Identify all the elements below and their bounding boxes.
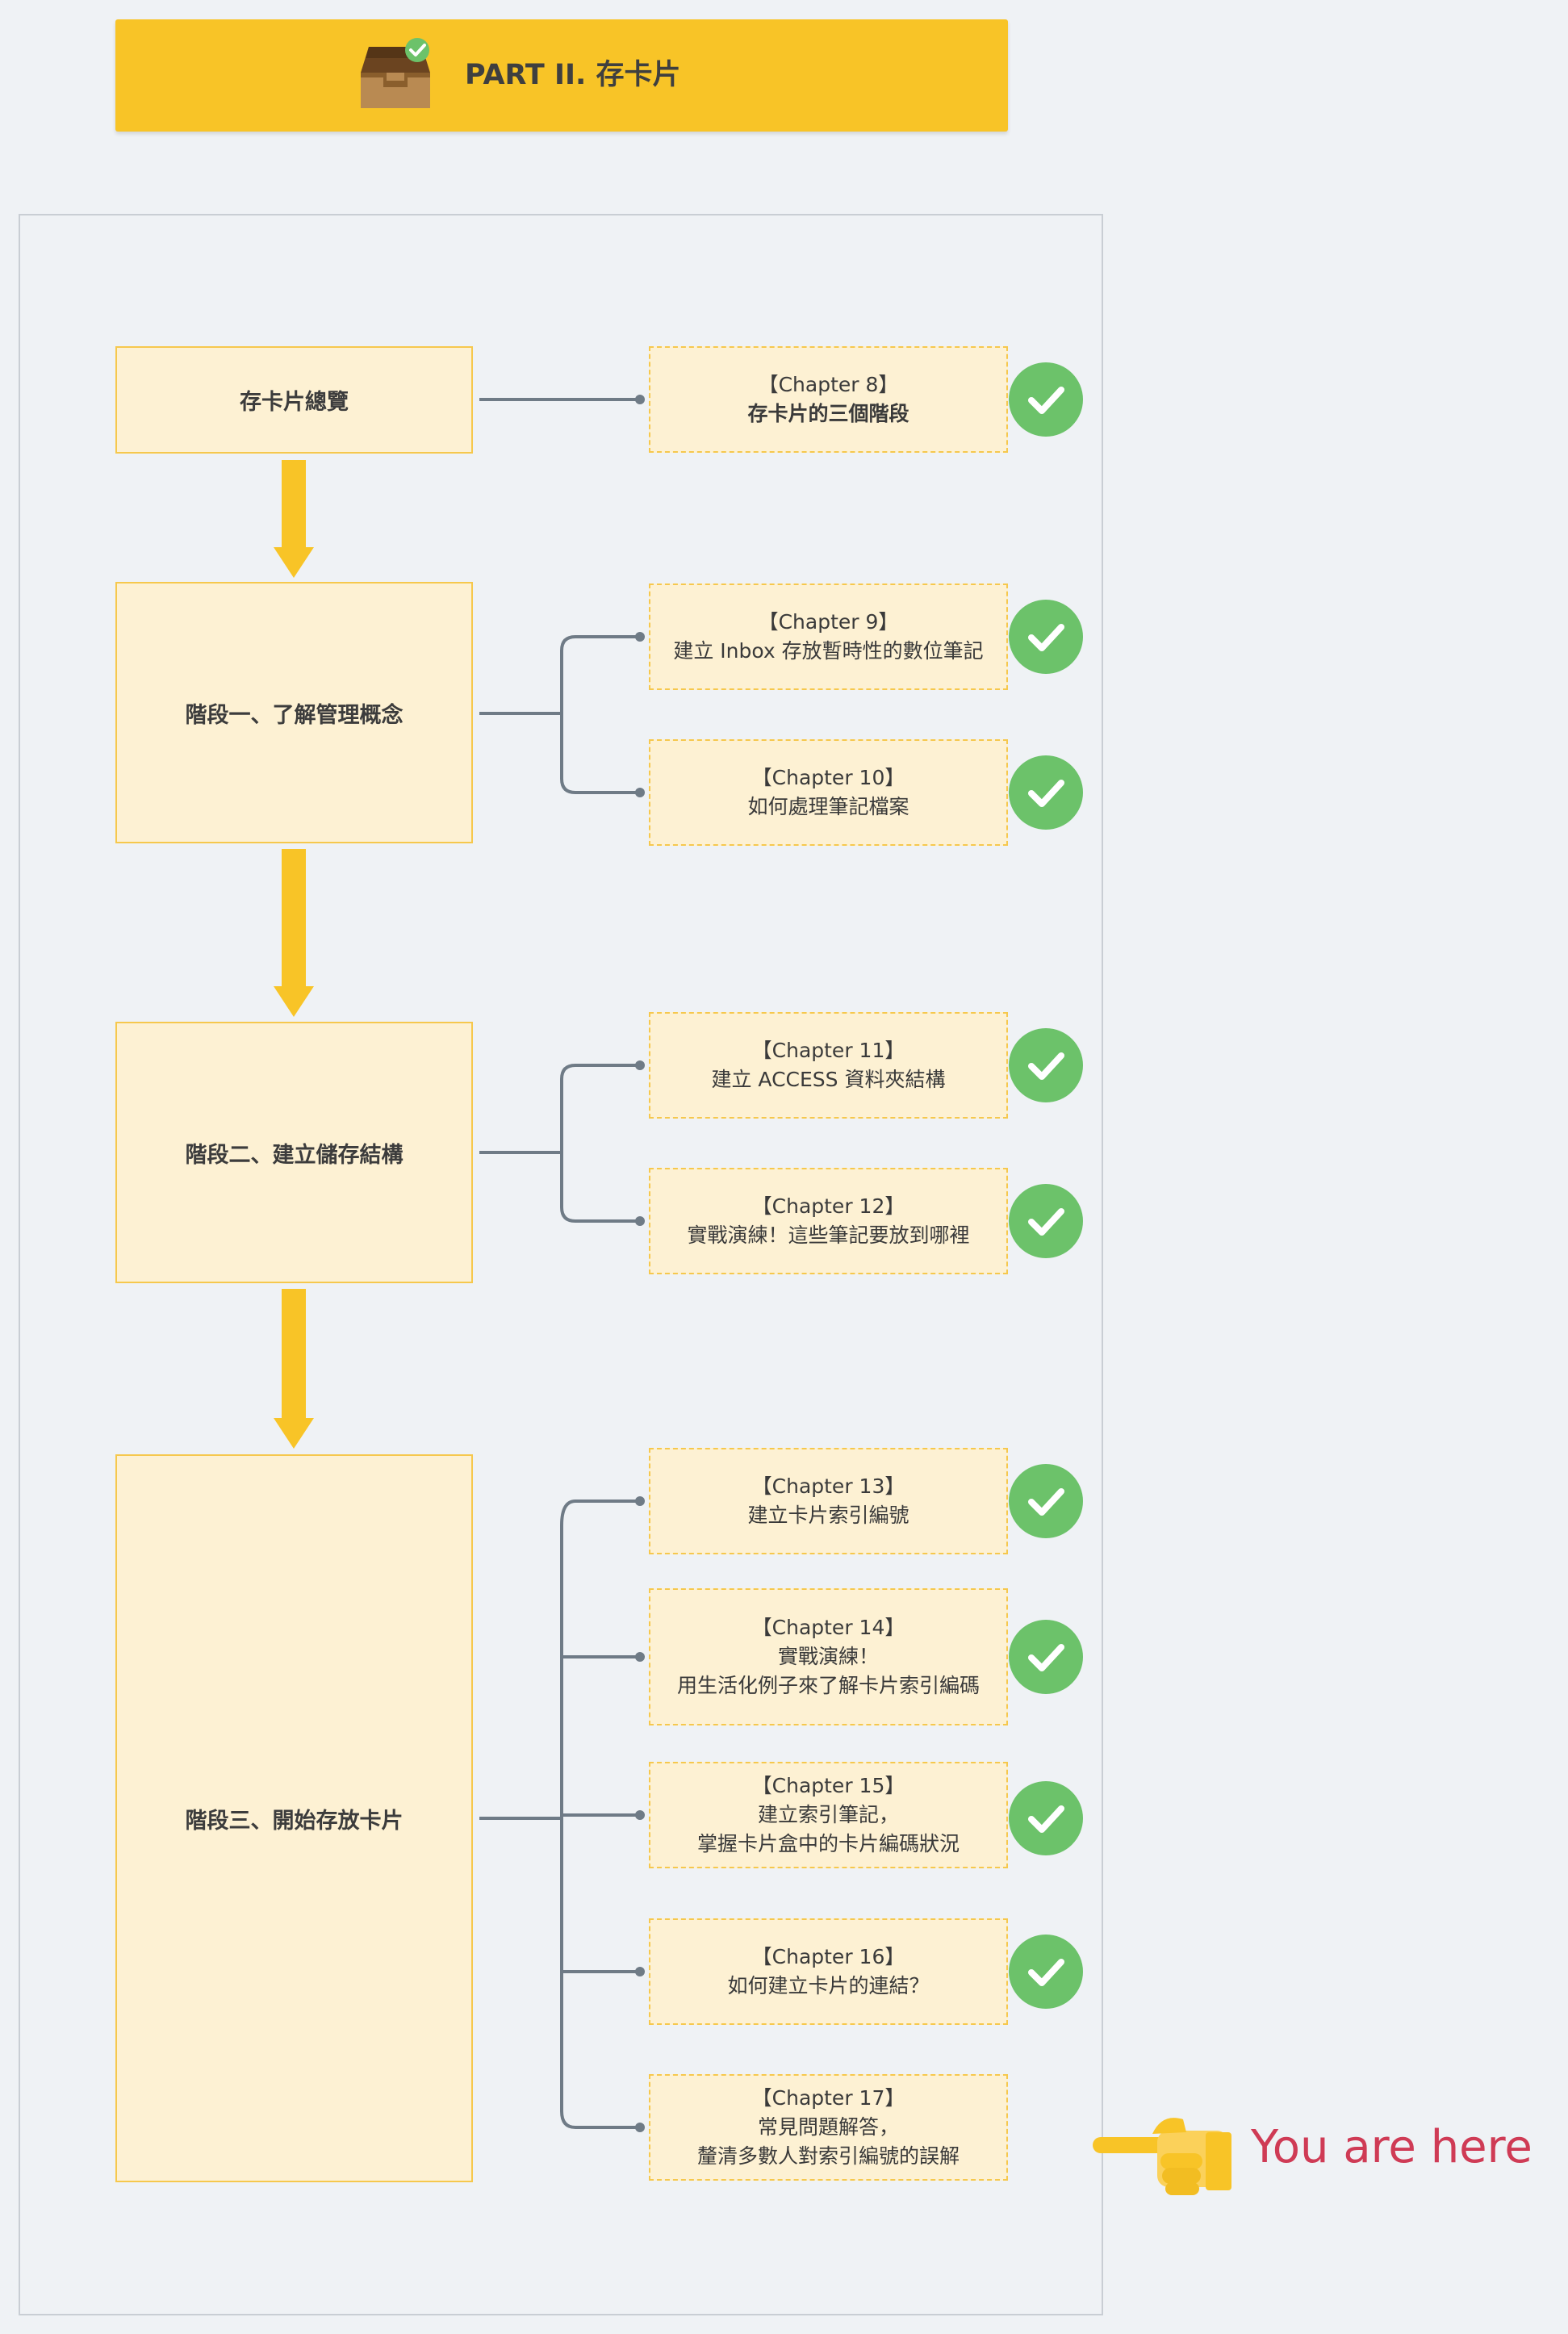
- chapter-title: 實戰演練！這些筆記要放到哪裡: [687, 1223, 970, 1247]
- chapter-15-box: 【Chapter 15】 建立索引筆記， 掌握卡片盒中的卡片編碼狀況: [649, 1762, 1008, 1868]
- chapter-title: 如何處理筆記檔案: [747, 795, 909, 818]
- stage-1: 階段一、了解管理概念: [115, 582, 473, 843]
- chapter-title: 建立 ACCESS 資料夾結構: [711, 1068, 946, 1091]
- chapter-13-box: 【Chapter 13】 建立卡片索引編號: [649, 1448, 1008, 1554]
- chapter-title-line-2: 用生活化例子來了解卡片索引編碼: [676, 1674, 980, 1697]
- chapter-title-line-1: 建立索引筆記，: [757, 1803, 899, 1826]
- chapter-8-box: 【Chapter 8】 存卡片的三個階段: [649, 346, 1008, 453]
- chapter-10-box: 【Chapter 10】 如何處理筆記檔案: [649, 739, 1008, 846]
- stage-3: 階段三、開始存放卡片: [115, 1454, 473, 2182]
- stage-label: 存卡片總覽: [240, 390, 349, 415]
- chapter-16-box: 【Chapter 16】 如何建立卡片的連結？: [649, 1918, 1008, 2025]
- pointing-hand-icon: [1088, 2106, 1238, 2200]
- chapter-title: 存卡片的三個階段: [747, 402, 909, 425]
- chapter-title-line-1: 實戰演練！: [777, 1645, 879, 1668]
- chapter-number: 【Chapter 10】: [751, 766, 905, 789]
- flow-arrow-down-icon: [274, 1289, 314, 1449]
- you-are-here-label: You are here: [1251, 2121, 1532, 2173]
- inbox-tray-check-icon: [358, 37, 438, 121]
- check-circle-icon: [1009, 362, 1083, 437]
- part-header: PART II. 存卡片: [115, 19, 1008, 132]
- stage-label: 階段三、開始存放卡片: [185, 1808, 403, 1834]
- chapter-number: 【Chapter 11】: [751, 1039, 905, 1062]
- stage-label: 階段一、了解管理概念: [185, 702, 403, 728]
- chapter-9-box: 【Chapter 9】 建立 Inbox 存放暫時性的數位筆記: [649, 584, 1008, 690]
- chapter-number: 【Chapter 9】: [758, 610, 899, 634]
- chapter-17-box: 【Chapter 17】 常見問題解答， 釐清多數人對索引編號的誤解: [649, 2074, 1008, 2181]
- part-title: PART II. 存卡片: [465, 59, 681, 91]
- chapter-title: 如何建立卡片的連結？: [727, 1974, 930, 1997]
- chapter-number: 【Chapter 17】: [751, 2086, 905, 2110]
- chapter-number: 【Chapter 8】: [758, 373, 899, 396]
- check-circle-icon: [1009, 1620, 1083, 1694]
- stage-2: 階段二、建立儲存結構: [115, 1022, 473, 1283]
- chapter-12-box: 【Chapter 12】 實戰演練！這些筆記要放到哪裡: [649, 1168, 1008, 1274]
- chapter-number: 【Chapter 14】: [751, 1616, 905, 1639]
- check-circle-icon: [1009, 1781, 1083, 1855]
- stage-label: 階段二、建立儲存結構: [185, 1142, 403, 1168]
- chapter-14-box: 【Chapter 14】 實戰演練！ 用生活化例子來了解卡片索引編碼: [649, 1588, 1008, 1725]
- chapter-title-line-1: 常見問題解答，: [757, 2115, 899, 2139]
- check-circle-icon: [1009, 1028, 1083, 1102]
- chapter-number: 【Chapter 12】: [751, 1194, 905, 1218]
- chapter-title: 建立 Inbox 存放暫時性的數位筆記: [673, 639, 984, 663]
- chapter-number: 【Chapter 16】: [751, 1945, 905, 1968]
- check-circle-icon: [1009, 755, 1083, 830]
- flow-arrow-down-icon: [274, 460, 314, 578]
- chapter-number: 【Chapter 13】: [751, 1474, 905, 1498]
- chapter-title: 建立卡片索引編號: [747, 1504, 909, 1527]
- chapter-11-box: 【Chapter 11】 建立 ACCESS 資料夾結構: [649, 1012, 1008, 1119]
- check-circle-icon: [1009, 600, 1083, 674]
- chapter-number: 【Chapter 15】: [751, 1774, 905, 1797]
- stage-overview: 存卡片總覽: [115, 346, 473, 454]
- flow-arrow-down-icon: [274, 849, 314, 1017]
- check-circle-icon: [1009, 1464, 1083, 1538]
- check-circle-icon: [1009, 1935, 1083, 2009]
- chapter-title-line-2: 釐清多數人對索引編號的誤解: [696, 2144, 960, 2168]
- check-circle-icon: [1009, 1184, 1083, 1258]
- chapter-title-line-2: 掌握卡片盒中的卡片編碼狀況: [696, 1832, 960, 1855]
